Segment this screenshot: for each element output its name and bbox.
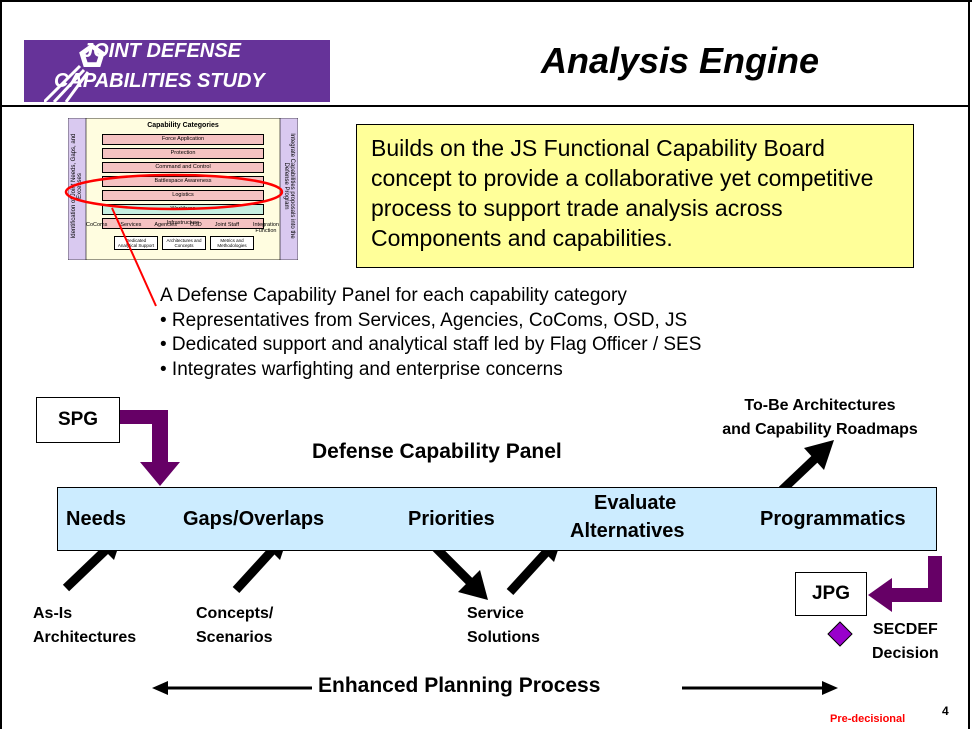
thumbnail-title: Capability Categories bbox=[147, 122, 219, 129]
secdef-decision-label: SECDEF Decision bbox=[872, 620, 939, 664]
logo-line-2: CAPABILITIES STUDY bbox=[54, 70, 265, 92]
box-architectures-and-concepts: Architectures and Concepts bbox=[162, 236, 206, 250]
panel-description: A Defense Capability Panel for each capa… bbox=[160, 284, 701, 382]
pentagon-logo-icon bbox=[44, 40, 108, 102]
column-integration-function: Integration Function bbox=[252, 222, 279, 234]
column-joint-staff: Joint Staff bbox=[214, 222, 240, 228]
process-arrow-left-head bbox=[152, 681, 168, 695]
concepts-arrow-shaft bbox=[232, 540, 282, 594]
step-priorities: Priorities bbox=[408, 508, 495, 530]
category-infrastructure: Infrastructure bbox=[102, 218, 264, 229]
pre-decisional-label: Pre-decisional bbox=[830, 713, 906, 725]
concepts-scenarios-label: Concepts/ Scenarios bbox=[196, 604, 273, 648]
category-force-application: Force Application bbox=[102, 134, 264, 145]
box-metrics-and-methodologies: Metrics and Methodologies bbox=[210, 236, 254, 250]
column-osd: OSD bbox=[189, 222, 202, 228]
secdef-diamond bbox=[827, 621, 853, 647]
to-be-arrow-head bbox=[804, 440, 834, 470]
step-evaluate: Evaluate bbox=[594, 492, 677, 514]
category-protection: Protection bbox=[102, 148, 264, 159]
as-is-arrow-shaft bbox=[62, 540, 116, 592]
header-divider bbox=[0, 105, 970, 107]
frame-right-line bbox=[968, 0, 970, 729]
as-is-architectures-label: As-Is Architectures bbox=[33, 604, 136, 648]
service-solutions-label: Service Solutions bbox=[467, 604, 540, 648]
jpg-return-arrow bbox=[868, 556, 942, 612]
column-services: Services bbox=[120, 222, 142, 228]
frame-left-line bbox=[0, 0, 2, 729]
category-logistics: Logistics bbox=[102, 190, 264, 201]
service-line-1: Service bbox=[467, 605, 524, 622]
as-is-line-1: As-Is bbox=[33, 605, 73, 622]
column-agencies: Agencies bbox=[154, 222, 177, 228]
process-arrow-right-head bbox=[822, 681, 838, 695]
step-alternatives: Alternatives bbox=[570, 520, 685, 542]
thumbnail-columns: CoComs Services Agencies OSD Joint Staff… bbox=[86, 222, 280, 234]
highlight-overlay bbox=[64, 173, 284, 307]
slide-title: Analysis Engine bbox=[540, 40, 820, 81]
highlight-pointer-line bbox=[111, 207, 157, 307]
spg-label: SPG bbox=[57, 409, 99, 430]
as-is-line-2: Architectures bbox=[33, 629, 137, 646]
concepts-line-1: Concepts/ bbox=[196, 605, 274, 622]
panel-bullet-dedicated-support: • Dedicated support and analytical staff… bbox=[160, 334, 702, 355]
step-gaps-overlaps: Gaps/Overlaps bbox=[183, 508, 325, 530]
panel-bullet-integrates: • Integrates warfighting and enterprise … bbox=[160, 358, 563, 380]
capability-categories-thumbnail: Capability Categories Identification of … bbox=[67, 117, 299, 261]
category-command-and-control: Command and Control bbox=[102, 162, 264, 173]
logo-line-1: JOINT DEFENSE bbox=[82, 40, 241, 62]
box-dedicated-analytical-support: Dedicated Analytical Support bbox=[114, 236, 158, 250]
spg-down-arrow bbox=[120, 410, 180, 486]
enhanced-planning-process-label: Enhanced Planning Process bbox=[318, 674, 601, 697]
priorities-to-service-arrow-head bbox=[458, 570, 488, 600]
to-be-label: To-Be Architectures and Capability Roadm… bbox=[675, 396, 965, 440]
panel-description-heading: A Defense Capability Panel for each capa… bbox=[160, 285, 627, 306]
to-be-arrow-shaft bbox=[778, 450, 824, 494]
step-needs: Needs bbox=[66, 508, 127, 530]
panel-bullet-representatives: • Representatives from Services, Agencie… bbox=[160, 309, 688, 331]
process-flow-bar bbox=[57, 487, 937, 551]
concepts-line-2: Scenarios bbox=[196, 629, 273, 646]
service-to-evaluate-arrow-shaft bbox=[506, 542, 556, 596]
highlight-ellipse bbox=[64, 173, 284, 211]
frame-top-line bbox=[0, 0, 972, 2]
to-be-line-2: and Capability Roadmaps bbox=[722, 421, 918, 438]
spg-document: SPG bbox=[36, 397, 120, 443]
callout-box: Builds on the JS Functional Capability B… bbox=[356, 124, 914, 268]
service-line-2: Solutions bbox=[467, 629, 540, 646]
thumbnail-boxes: Dedicated Analytical Support Architectur… bbox=[114, 236, 254, 250]
jpg-document: JPG bbox=[795, 572, 867, 616]
logo: JOINT DEFENSE CAPABILITIES STUDY bbox=[24, 40, 330, 102]
defense-capability-panel-title: Defense Capability Panel bbox=[312, 440, 562, 463]
column-cocoms: CoComs bbox=[86, 222, 108, 228]
to-be-line-1: To-Be Architectures bbox=[744, 397, 896, 414]
step-programmatics: Programmatics bbox=[760, 508, 906, 530]
secdef-line-2: Decision bbox=[872, 645, 939, 662]
page-number: 4 bbox=[942, 704, 949, 718]
jpg-label: JPG bbox=[811, 583, 851, 604]
secdef-line-1: SECDEF bbox=[872, 621, 938, 638]
